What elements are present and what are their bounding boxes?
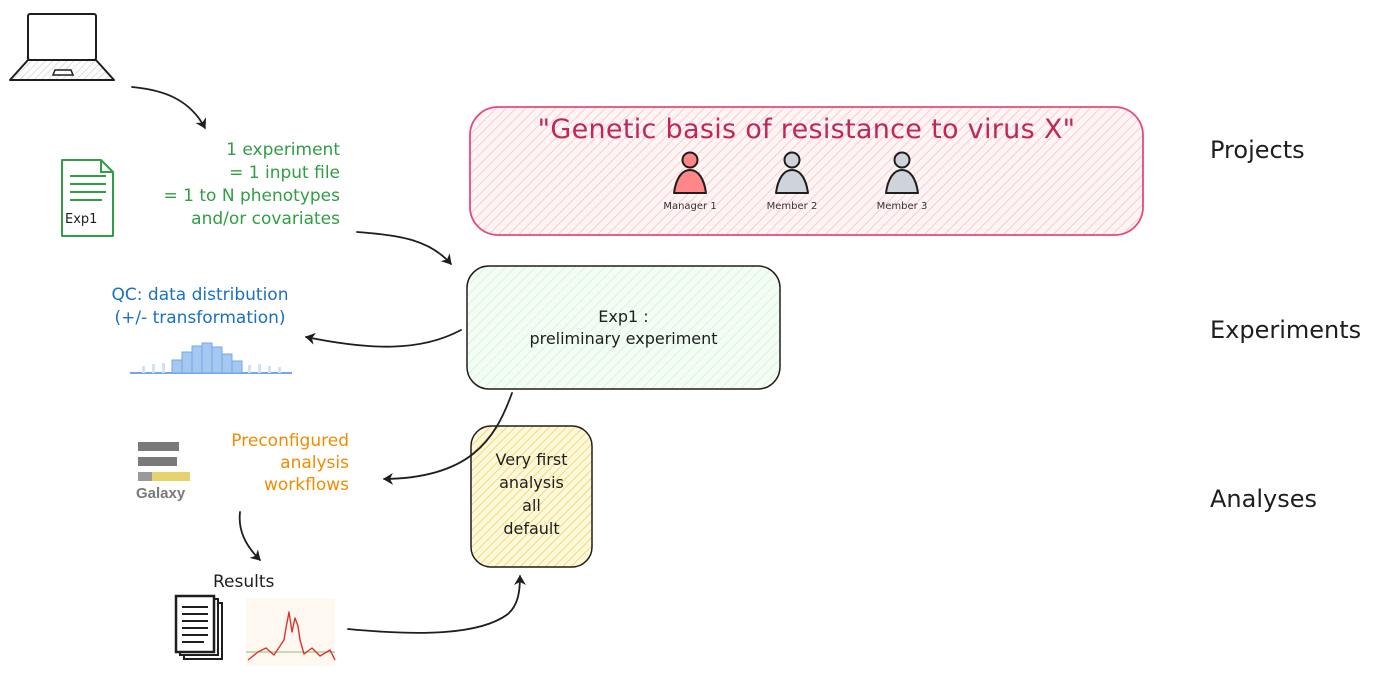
level-label-projects: Projects <box>1210 136 1305 164</box>
input-file-icon <box>61 159 114 237</box>
level-label-analyses: Analyses <box>1210 485 1317 513</box>
level-label-experiments: Experiments <box>1210 316 1362 344</box>
arrow-file-to-experiment <box>356 231 452 265</box>
experiment-definition-note: 1 experiment = 1 input file = 1 to N phe… <box>163 140 341 229</box>
experiment-box-text: Exp1 : preliminary experiment <box>529 307 718 348</box>
arrow-experiment-to-qc <box>305 329 462 348</box>
member-label: Member 3 <box>876 201 928 212</box>
result-documents-icon <box>174 594 223 660</box>
analysis-box-text: Very first analysis all default <box>495 450 568 538</box>
arrow-laptop-to-file <box>131 86 207 129</box>
person-icon <box>673 151 707 194</box>
qc-note: QC: data distribution (+/- transformatio… <box>111 285 289 328</box>
project-box[interactable] <box>469 106 1144 236</box>
arrow-experiment-to-workflows <box>383 392 513 485</box>
member-label: Manager 1 <box>663 201 717 212</box>
project-title: "Genetic basis of resistance to virus X" <box>537 114 1076 145</box>
member-label: Member 2 <box>766 201 818 212</box>
arrow-workflows-to-results <box>238 511 261 561</box>
laptop-icon <box>9 13 115 81</box>
person-icon <box>885 151 919 194</box>
workflows-note: Preconfigured analysis workflows <box>231 431 349 495</box>
galaxy-logo-icon <box>138 442 190 481</box>
results-label: Results <box>213 572 275 592</box>
person-icon <box>775 151 809 194</box>
experiment-box[interactable] <box>466 265 781 390</box>
arrow-results-to-analysis <box>347 575 526 634</box>
input-file-label: Exp1 <box>65 212 98 227</box>
analysis-box[interactable] <box>470 425 593 568</box>
galaxy-label: Galaxy <box>136 485 186 502</box>
qc-histogram-icon <box>130 342 292 374</box>
result-plot-icon <box>246 598 336 666</box>
project-members <box>673 151 919 194</box>
